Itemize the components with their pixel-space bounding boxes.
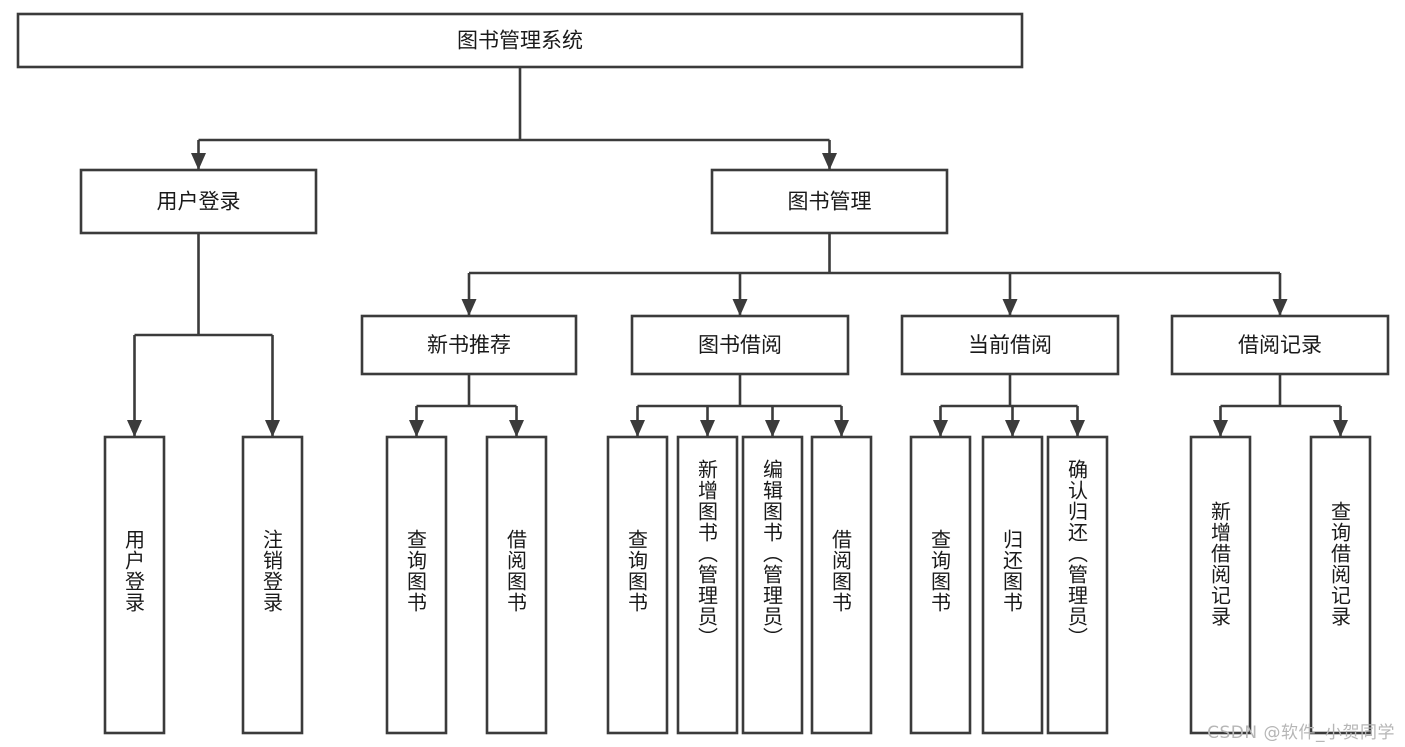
node-leaf-7[interactable]	[810, 435, 873, 735]
arrow-head	[1005, 420, 1020, 437]
node-level3-1[interactable]	[630, 314, 850, 376]
node-leaf-10[interactable]	[1046, 435, 1109, 735]
node-leaf-0[interactable]	[103, 435, 166, 735]
arrow-head	[732, 299, 748, 316]
arrow-head	[700, 420, 715, 437]
node-leaf-1[interactable]	[241, 435, 304, 735]
node-leaf-8[interactable]	[909, 435, 972, 735]
node-level3-label-3: 借阅记录	[1238, 333, 1322, 357]
node-level2-label-1: 图书管理	[788, 190, 872, 214]
node-level3-label-1: 图书借阅	[698, 333, 782, 357]
boxes-layer	[16, 12, 1390, 735]
node-leaf-2[interactable]	[385, 435, 448, 735]
node-level3-label-0: 新书推荐	[427, 333, 511, 357]
node-level2-0[interactable]	[79, 168, 318, 235]
arrow-head	[127, 420, 142, 437]
arrow-head	[765, 420, 780, 437]
node-level3-label-2: 当前借阅	[968, 333, 1052, 357]
arrow-head	[1070, 420, 1085, 437]
node-level2-label-0: 用户登录	[157, 190, 241, 214]
arrow-head	[1272, 299, 1288, 316]
arrow-head	[409, 420, 424, 437]
arrow-head	[509, 420, 524, 437]
node-leaf-3[interactable]	[485, 435, 548, 735]
node-level3-3[interactable]	[1170, 314, 1390, 376]
arrow-head	[933, 420, 948, 437]
node-leaf-9[interactable]	[981, 435, 1044, 735]
arrow-head	[191, 153, 206, 170]
node-level2-1[interactable]	[710, 168, 949, 235]
connectors-layer	[127, 67, 1348, 437]
node-leaf-4[interactable]	[606, 435, 669, 735]
node-leaf-12[interactable]	[1309, 435, 1372, 735]
arrow-head	[265, 420, 280, 437]
node-leaf-11[interactable]	[1189, 435, 1252, 735]
arrow-head	[1333, 420, 1348, 437]
csdn-watermark: CSDN @软件_小贺同学	[1207, 723, 1395, 743]
node-leaf-5[interactable]	[676, 435, 739, 735]
arrow-head	[630, 420, 645, 437]
node-root[interactable]	[16, 12, 1024, 69]
arrow-head	[1213, 420, 1228, 437]
arrow-head	[834, 420, 849, 437]
node-root-label: 图书管理系统	[457, 29, 583, 53]
node-level3-2[interactable]	[900, 314, 1120, 376]
arrow-head	[1002, 299, 1018, 316]
node-leaf-6[interactable]	[741, 435, 804, 735]
arrow-head	[822, 153, 837, 170]
node-level3-0[interactable]	[360, 314, 578, 376]
arrow-head	[461, 299, 477, 316]
